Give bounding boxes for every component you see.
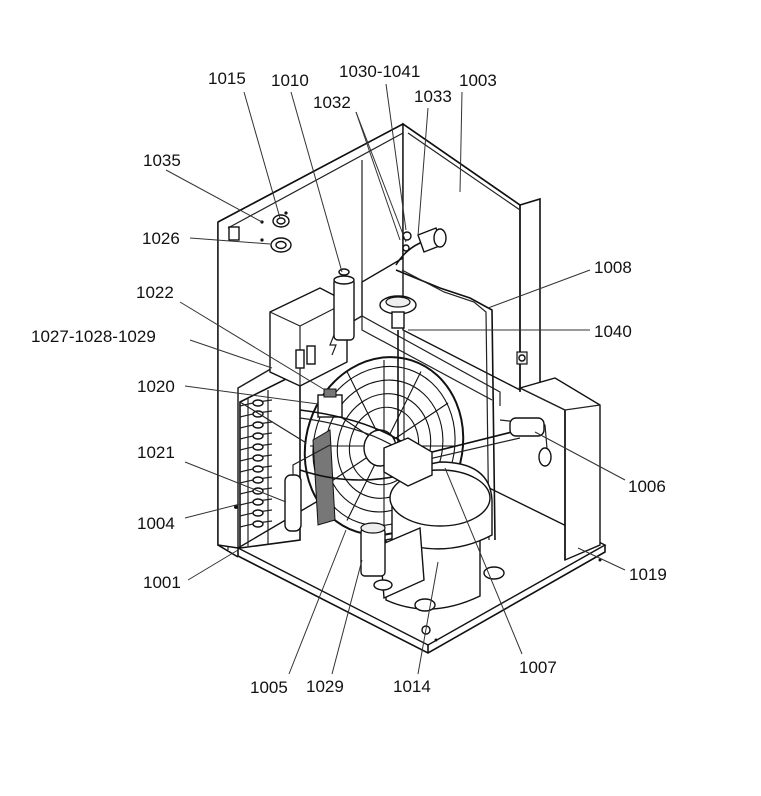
callout-1022: 1022 bbox=[136, 283, 174, 302]
accumulator bbox=[284, 444, 331, 532]
callout-1001: 1001 bbox=[143, 573, 181, 592]
service-valve bbox=[402, 227, 447, 253]
callout-1040: 1040 bbox=[594, 322, 632, 341]
callout-1008: 1008 bbox=[594, 258, 632, 277]
pressure-switch bbox=[379, 295, 417, 329]
callout-1003: 1003 bbox=[459, 71, 497, 90]
callout-labels: 1015 1010 1030-1041 1003 1032 1033 1035 … bbox=[31, 62, 667, 697]
capacitor bbox=[333, 268, 355, 341]
callout-1026: 1026 bbox=[142, 229, 180, 248]
callout-1030-1041: 1030-1041 bbox=[339, 62, 420, 81]
fittings bbox=[260, 211, 292, 253]
callout-1010: 1010 bbox=[271, 71, 309, 90]
callout-1019: 1019 bbox=[629, 565, 667, 584]
run-capacitor bbox=[360, 522, 386, 577]
callout-1007: 1007 bbox=[519, 658, 557, 677]
callout-1015: 1015 bbox=[208, 69, 246, 88]
leader-lines bbox=[165, 83, 626, 675]
electrical-box bbox=[269, 287, 348, 387]
callout-1020: 1020 bbox=[137, 377, 175, 396]
callout-1029: 1029 bbox=[306, 677, 344, 696]
start-relay bbox=[317, 388, 343, 418]
callout-1032: 1032 bbox=[313, 93, 351, 112]
callout-1027-1028-1029: 1027-1028-1029 bbox=[31, 327, 156, 346]
callout-1021: 1021 bbox=[137, 443, 175, 462]
callout-1033: 1033 bbox=[414, 87, 452, 106]
condenser-coil bbox=[239, 370, 351, 549]
callout-1005: 1005 bbox=[250, 678, 288, 697]
callout-1014: 1014 bbox=[393, 677, 431, 696]
filter-drier bbox=[509, 417, 552, 467]
callout-1004: 1004 bbox=[137, 514, 175, 533]
compressor bbox=[373, 437, 505, 612]
callout-1035: 1035 bbox=[143, 151, 181, 170]
callout-1006: 1006 bbox=[628, 477, 666, 496]
